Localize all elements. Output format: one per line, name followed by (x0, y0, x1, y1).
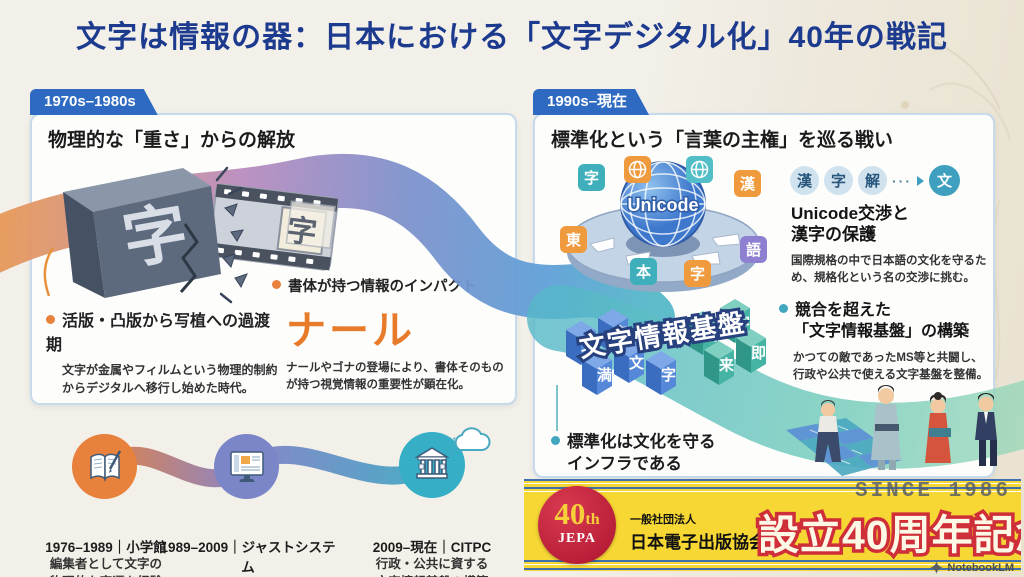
banner-stripes (524, 479, 1021, 493)
section1-heading-line2: 漢字の保護 (791, 225, 876, 245)
since-1986-text: SINCE 1986 (854, 480, 1011, 503)
kanji-result-circle: 文 (929, 165, 960, 196)
computer-monitor-icon (229, 450, 264, 482)
arrow-triangle-icon (917, 175, 924, 186)
bullet-standardization-infra: 標準化は文化を守る インフラである (551, 431, 781, 476)
bullet1-heading: 活版・凸版から写植への過渡期 (46, 313, 271, 354)
kanji-conversion-row: 漢 字 解 ··· 文 (790, 165, 960, 196)
jepa-40th-badge: 40th JEPA (538, 486, 616, 564)
timeline-label: 1976–1989｜小学館 (45, 540, 167, 555)
bullet2-heading: 書体が持つ情報のインパクト (288, 279, 477, 295)
notebooklm-logo-icon (930, 561, 944, 574)
kanji-circle: 解 (858, 166, 887, 195)
kanji-circle: 漢 (790, 166, 819, 195)
dotted-arrow-icon: ··· (892, 172, 912, 189)
timeline-node-shogakukan (72, 434, 137, 499)
book-pen-icon (89, 449, 121, 481)
section-mojijoho-kiban: 競合を超えた 「文字情報基盤」の構築 かつての敵であったMS等と共闘し、行政や公… (779, 301, 994, 384)
bullet-typeface-impact: 書体が持つ情報のインパクト ナール ナールやゴナの登場により、書体そのものが持つ… (272, 275, 504, 395)
bullet-phototypesetting: 活版・凸版から写植への過渡期 文字が金属やフィルムという物理的制約からデジタルへ… (46, 307, 284, 397)
left-era-panel: 物理的な「重さ」からの解放 活版・凸版から写植への過渡期 文字が金属やフィルムと… (30, 113, 517, 405)
jepa-40th-banner: SINCE 1986 40th JEPA 一般社団法人 日本電子出版協会 設立4… (524, 479, 1021, 571)
orange-bullet-icon (46, 315, 55, 324)
bullet3-line2: インフラである (567, 455, 682, 474)
timeline-entry-citpc: 2009–現在｜CITPC 行政・公共に資する 文字情報基盤の構築 (346, 536, 518, 577)
page-title: 文字は情報の器：日本における「文字デジタル化」40年の戦記 (76, 21, 948, 54)
watermark-text: NotebookLM (947, 561, 1014, 574)
section1-body: 国際規格の中で日本語の文化を守るため、規格化という名の交渉に挑む。 (791, 254, 987, 284)
timeline-entry-shogakukan: 1976–1989｜小学館 編集者として文字の 物理的な変遷を経験 (22, 536, 190, 577)
section2-heading-line1: 競合を超えた (795, 302, 892, 319)
badge-org: JEPA (558, 531, 596, 546)
teal-bullet-icon (779, 304, 788, 313)
right-era-panel: 標準化という「言葉の主権」を巡る戦い 漢 字 解 ··· 文 Unicode交渉… (533, 113, 995, 478)
association-name: 一般社団法人 日本電子出版協会 (630, 514, 766, 552)
connector-line (556, 385, 558, 431)
government-building-icon (414, 447, 450, 479)
left-panel-heading: 物理的な「重さ」からの解放 (48, 130, 296, 151)
section1-heading-line1: Unicode交渉と (791, 204, 910, 223)
tab-era-1970s-1980s: 1970s–1980s (30, 89, 158, 115)
orange-bullet-icon (272, 280, 281, 289)
teal-bullet-icon (551, 436, 560, 445)
badge-number: 40 (554, 496, 586, 531)
right-panel-heading: 標準化という「言葉の主権」を巡る戦い (551, 130, 894, 151)
bullet3-line1: 標準化は文化を守る (567, 433, 716, 451)
anniversary-headline: 設立40周年記念 (755, 509, 1021, 562)
cloud-icon (450, 427, 491, 455)
timeline-label: 2009–現在｜CITPC (372, 540, 492, 555)
timeline-label: 1989–2009｜ジャストシステム (160, 540, 336, 575)
badge-suffix: th (585, 511, 600, 528)
bullet2-body: ナールやゴナの登場により、書体そのものが持つ視覚情報の重要性が顕在化。 (286, 362, 504, 392)
bullet1-body: 文字が金属やフィルムという物理的制約からデジタルへ移行し始めた時代。 (62, 363, 278, 395)
tab-era-1990s-now: 1990s–現在 (533, 89, 649, 115)
kanji-circle: 字 (824, 166, 853, 195)
banner-stripes (524, 560, 1021, 571)
timeline-entry-justsystem: 1989–2009｜ジャストシステム 一太郎・Unicodeを通じた 日本語標準… (158, 536, 338, 577)
timeline-node-justsystem (214, 434, 279, 499)
section2-body: かつての敵であったMS等と共闘し、行政や公共で使える文字基盤を整備。 (793, 351, 989, 381)
notebooklm-watermark: NotebookLM (930, 561, 1014, 574)
section-unicode-negotiation: Unicode交渉と 漢字の保護 国際規格の中で日本語の文化を守るため、規格化と… (791, 203, 991, 287)
naru-highlight-text: ナール (286, 309, 415, 353)
section2-heading-line2: 「文字情報基盤」の構築 (793, 322, 970, 340)
